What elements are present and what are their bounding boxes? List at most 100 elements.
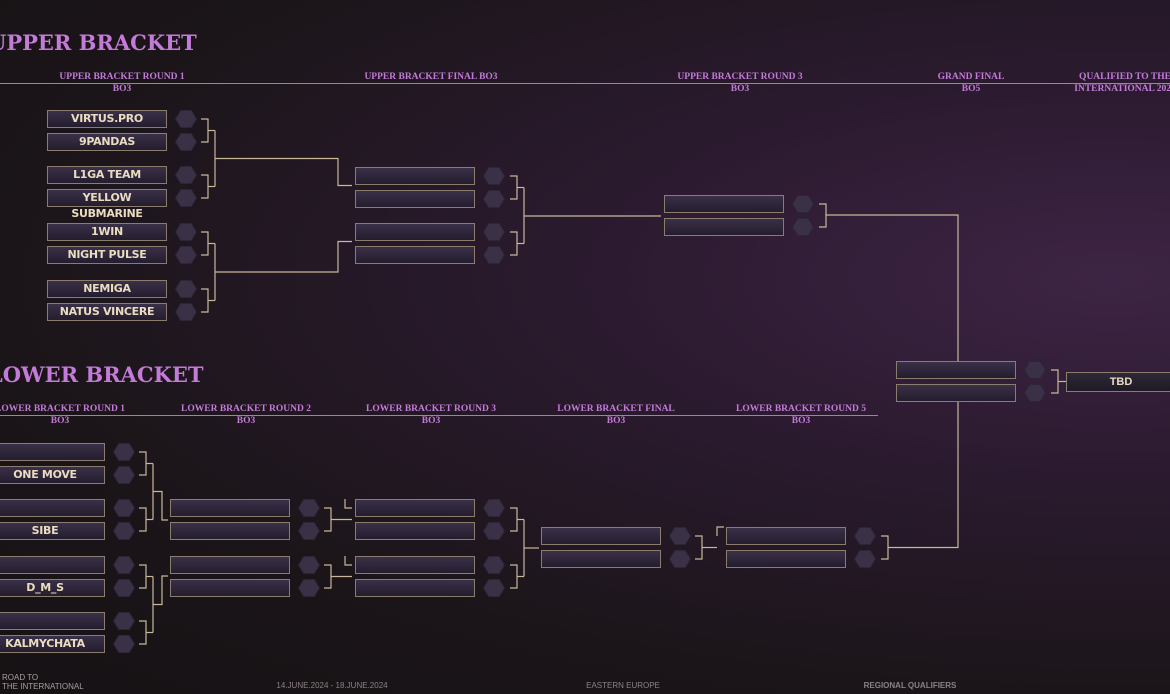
logo-line-2: THE INTERNATIONAL <box>2 682 84 691</box>
lower-r2-slot <box>170 556 290 574</box>
connector-line <box>510 175 518 200</box>
score-hexagon <box>175 280 197 298</box>
upper-final-slot <box>355 167 475 185</box>
connector-line <box>201 288 209 313</box>
upper-final-slot <box>355 223 475 241</box>
connector-line <box>888 402 959 549</box>
round-format: BO3 <box>50 416 70 426</box>
connector-line <box>201 174 209 199</box>
round-label: GRAND FINAL <box>937 72 1005 82</box>
round-format: INTERNATIONAL 2024 <box>1074 84 1170 94</box>
lower-r2-slot <box>170 522 290 540</box>
score-hexagon <box>113 522 135 540</box>
score-hexagon <box>298 499 320 517</box>
qualified-team-slot: TBD <box>1066 372 1170 392</box>
round-label: LOWER BRACKET FINAL <box>557 404 675 414</box>
lower-r1-team-slot: KALMYCHATA <box>0 635 105 653</box>
connector-line <box>139 507 147 532</box>
lower-final-slot <box>541 527 661 545</box>
score-hexagon <box>854 527 876 545</box>
round-label: LOWER BRACKET ROUND 5 <box>736 404 866 414</box>
round-format: BO3 <box>606 416 626 426</box>
score-hexagon <box>792 195 814 213</box>
lower-r5-slot <box>726 527 846 545</box>
lower-r1-team-slot <box>0 556 105 574</box>
lower-r1-team-slot <box>0 443 105 461</box>
score-hexagon <box>113 499 135 517</box>
score-hexagon <box>298 556 320 574</box>
round-label: LOWER BRACKET ROUND 1 <box>0 404 125 414</box>
lower-round-header-2: LOWER BRACKET ROUND 2 BO3 <box>181 403 311 427</box>
upper-r1-team-slot: YELLOW SUBMARINE <box>47 189 167 220</box>
score-hexagon <box>113 466 135 484</box>
upper-r3-slot <box>664 218 784 236</box>
score-hexagon <box>483 167 505 185</box>
score-hexagon <box>483 556 505 574</box>
grand-final-slot <box>896 384 1016 402</box>
lower-r1-team-slot <box>0 612 105 630</box>
footer-region: EASTERN EUROPE <box>586 681 660 690</box>
lower-header-divider <box>0 415 878 416</box>
upper-round-header-2: UPPER BRACKET FINAL BO3 <box>364 71 497 83</box>
connector-line <box>201 118 209 143</box>
connector-line <box>153 490 168 521</box>
lower-r1-team-slot: ONE MOVE <box>0 466 105 484</box>
upper-r1-team-slot: NATUS VINCERE <box>47 303 167 321</box>
connector-line <box>510 231 518 256</box>
score-hexagon <box>298 522 320 540</box>
score-hexagon <box>1024 361 1046 379</box>
score-hexagon <box>483 522 505 540</box>
score-hexagon <box>483 190 505 208</box>
lower-round-header-4: LOWER BRACKET FINAL BO3 <box>557 403 675 427</box>
connector-line <box>153 575 168 606</box>
connector-line <box>825 214 959 361</box>
lower-round-header-1: LOWER BRACKET ROUND 1 BO3 <box>0 403 125 427</box>
round-format: BO3 <box>112 84 132 94</box>
connector-line <box>344 499 352 509</box>
lower-r3-slot <box>355 579 475 597</box>
connector-line <box>881 535 889 560</box>
score-hexagon <box>483 499 505 517</box>
footer-logo: ROAD TO THE INTERNATIONAL <box>2 673 84 691</box>
round-label: UPPER BRACKET ROUND 3 <box>677 72 803 82</box>
connector-line <box>139 620 147 645</box>
score-hexagon <box>175 303 197 321</box>
connector-line <box>819 203 827 228</box>
score-hexagon <box>854 550 876 568</box>
connector-line <box>716 526 724 536</box>
score-hexagon <box>175 166 197 184</box>
score-hexagon <box>175 110 197 128</box>
logo-line-1: ROAD TO <box>2 673 39 682</box>
connector-line <box>324 564 332 589</box>
connector-line <box>139 564 147 589</box>
upper-bracket-title: UPPER BRACKET <box>0 30 197 55</box>
upper-r1-team-slot: 9PANDAS <box>47 133 167 151</box>
connector-line <box>201 231 209 256</box>
upper-round-header-4: GRAND FINAL BO5 <box>938 71 1005 95</box>
upper-header-divider <box>0 83 1170 84</box>
score-hexagon <box>483 246 505 264</box>
connector-line <box>1051 369 1059 394</box>
connector-line <box>215 240 352 273</box>
score-hexagon <box>175 189 197 207</box>
footer-stage: REGIONAL QUALIFIERS <box>863 681 957 690</box>
connector-line <box>139 451 147 476</box>
score-hexagon <box>483 579 505 597</box>
connector-line <box>324 507 332 532</box>
round-format: BO3 <box>236 416 256 426</box>
grand-final-slot <box>896 361 1016 379</box>
upper-r1-team-slot: 1WIN <box>47 223 167 241</box>
lower-r1-team-slot <box>0 499 105 517</box>
round-label: LOWER BRACKET ROUND 2 <box>181 404 311 414</box>
upper-final-slot <box>355 190 475 208</box>
round-format: BO3 <box>730 84 750 94</box>
upper-r1-team-slot: L1GA TEAM <box>47 166 167 184</box>
score-hexagon <box>483 223 505 241</box>
connector-line <box>344 556 352 566</box>
round-format: BO5 <box>961 84 981 94</box>
round-format: BO3 <box>421 416 441 426</box>
footer-dates: 14.JUNE.2024 - 18.JUNE.2024 <box>276 681 388 690</box>
